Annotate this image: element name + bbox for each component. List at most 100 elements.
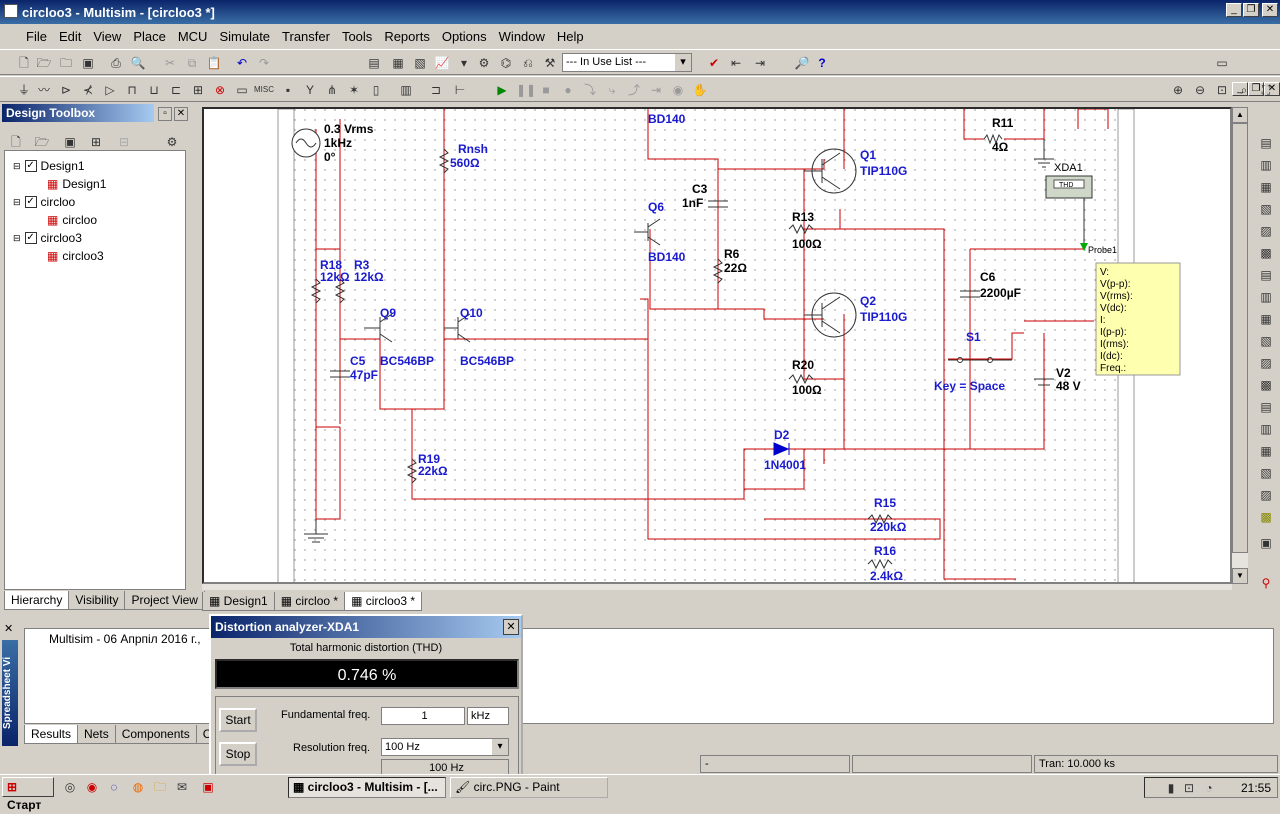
zoom-out-icon[interactable]: ⊖ [1194,83,1206,97]
menu-options[interactable]: Options [441,28,487,44]
save-icon[interactable]: ▣ [82,56,94,70]
print-preview-icon[interactable]: 🔍 [130,56,146,70]
canvas-vertical-scrollbar[interactable]: ▲ ▼ [1232,107,1248,584]
in-use-list-dropdown[interactable]: --- In Use List --- ▾ [562,53,692,72]
schematic-canvas[interactable]: 0.3 Vrms 1kHz 0° THD XDA1 Probe1 [202,107,1232,584]
scroll-thumb[interactable] [1232,123,1248,553]
transistor-icon[interactable]: ⊀ [82,83,94,97]
new-icon[interactable]: 🗋 [19,56,29,70]
multimeter-icon[interactable]: ▤ [1260,136,1272,150]
tab-components[interactable]: Components [114,725,197,744]
menu-simulate[interactable]: Simulate [219,28,271,44]
tree-leaf-design1[interactable]: ▦Design1 [47,177,107,191]
spreadsheet-close-icon[interactable]: ✕ [4,623,14,635]
postprocessor-icon[interactable]: 📈 [434,56,450,70]
tab-visibility[interactable]: Visibility [68,591,126,610]
bode-plotter-icon[interactable]: ▩ [1260,246,1272,260]
mcu-icon[interactable]: ▯ [372,83,380,97]
tab-design1[interactable]: ▦ Design1 [202,592,275,611]
help-icon[interactable]: ? [818,56,826,70]
agilent-generator-icon[interactable]: ▦ [1260,444,1272,458]
open-sample-icon[interactable]: 🗀 [59,56,72,70]
tray-icon[interactable]: ▮ [1167,781,1175,795]
distortion-analyzer-icon[interactable]: ▩ [1260,378,1272,392]
find-examples-icon[interactable]: 🔎 [794,56,810,70]
check-icon[interactable]: ✓ [24,160,37,172]
logic-converter-icon[interactable]: ▦ [1260,312,1272,326]
step-into-icon[interactable]: ⤷ [608,83,616,97]
quick-launch-app-icon[interactable]: ▣ [202,780,214,794]
step-over-icon[interactable]: ⤵ [583,83,596,97]
tree-node-circloo[interactable]: ⊟✓circloo [13,195,76,209]
quick-launch-ie-icon[interactable]: ◎ [64,780,76,794]
task-multisim[interactable]: ▦ circloo3 - Multisim - [... [288,777,446,798]
rf-icon[interactable]: Y [305,83,314,97]
copy-icon[interactable]: ⧉ [187,56,197,70]
toggle-breakpoint-icon[interactable]: ◉ [672,83,684,97]
check-icon[interactable]: ✓ [24,232,37,244]
grapher-icon[interactable]: ▧ [414,56,426,70]
zoom-in-icon[interactable]: ⊕ [1172,83,1184,97]
pause-icon[interactable]: ❚❚ [516,83,537,97]
iv-analyzer-icon[interactable]: ▨ [1260,356,1272,370]
ni-components-icon[interactable]: ✶ [348,83,360,97]
paste-icon[interactable]: 📋 [206,56,222,70]
word-generator-icon[interactable]: ▥ [1260,290,1272,304]
menu-place[interactable]: Place [133,28,166,44]
basic-icon[interactable]: 〰 [37,83,50,97]
quick-launch-chrome-icon[interactable]: ◉ [86,780,98,794]
quick-launch-firefox-icon[interactable]: ◍ [132,780,144,794]
panel-close-icon[interactable]: ✕ [174,107,188,121]
logic-analyzer-icon[interactable]: ▧ [1260,334,1272,348]
electromechanical-icon[interactable]: ⋔ [326,83,338,97]
resolution-freq-option[interactable]: 100 Hz [381,759,509,777]
tab-circloo3[interactable]: ▦ circloo3 * [344,592,423,611]
analog-icon[interactable]: ▷ [105,83,115,97]
place-connector-icon[interactable]: ⊢ [454,83,466,97]
tab-circloo[interactable]: ▦ circloo * [273,592,346,611]
quick-launch-mail-icon[interactable]: ✉ [176,780,188,794]
forward-annotate-icon[interactable]: ⇥ [754,56,766,70]
ttl-icon[interactable]: ⊓ [127,83,137,97]
volume-icon[interactable]: ◔ [1205,781,1213,795]
tab-results[interactable]: Results [24,725,79,744]
menu-mcu[interactable]: MCU [177,28,208,44]
menu-view[interactable]: View [93,28,122,44]
ulticap-icon[interactable]: ⎌ [523,56,533,70]
spectrum-analyzer-icon[interactable]: ▤ [1260,400,1272,414]
tab-hierarchy[interactable]: Hierarchy [4,591,70,610]
tree-node-design1[interactable]: ⊟✓Design1 [13,159,85,173]
remove-breakpoints-icon[interactable]: ✋ [692,83,708,97]
dropdown-arrow-icon[interactable]: ▾ [460,56,468,70]
zoom-fit-icon[interactable]: ⌕ [1240,83,1248,97]
menu-transfer[interactable]: Transfer [282,28,330,44]
four-channel-scope-icon[interactable]: ▨ [1260,224,1272,238]
task-paint[interactable]: 🖌 circ.PNG - Paint [450,777,608,798]
wattmeter-icon[interactable]: ▦ [1260,180,1272,194]
open-design-icon[interactable]: 🗁 [34,135,50,149]
menu-file[interactable]: File [26,28,47,44]
zoom-area-icon[interactable]: ⊡ [1216,83,1228,97]
menu-help[interactable]: Help [556,28,584,44]
start-button[interactable]: Start [219,708,257,732]
redo-icon[interactable]: ↷ [258,56,270,70]
menu-window[interactable]: Window [498,28,545,44]
function-generator-icon[interactable]: ▥ [1260,158,1272,172]
hierarchical-block-icon[interactable]: ▥ [400,83,412,97]
menu-edit[interactable]: Edit [58,28,82,44]
step-icon[interactable]: ● [564,83,572,97]
agilent-scope-icon[interactable]: ▨ [1260,488,1272,502]
tree-leaf-circloo[interactable]: ▦circloo [47,213,98,227]
stop-button[interactable]: Stop [219,742,257,766]
menu-tools[interactable]: Tools [341,28,373,44]
current-probe-icon[interactable]: ⚲ [1261,576,1271,590]
fundamental-unit-field[interactable]: kHz [467,707,509,725]
network-analyzer-icon[interactable]: ▥ [1260,422,1272,436]
agilent-multimeter-icon[interactable]: ▧ [1260,466,1272,480]
delete-sheet-icon[interactable]: ⊟ [118,135,130,149]
cut-icon[interactable]: ✂ [164,56,176,70]
close-button[interactable]: ✕ [1262,3,1278,17]
cmos-icon[interactable]: ⊔ [149,83,159,97]
open-icon[interactable]: 🗁 [36,56,52,70]
oscilloscope-icon[interactable]: ▧ [1260,202,1272,216]
